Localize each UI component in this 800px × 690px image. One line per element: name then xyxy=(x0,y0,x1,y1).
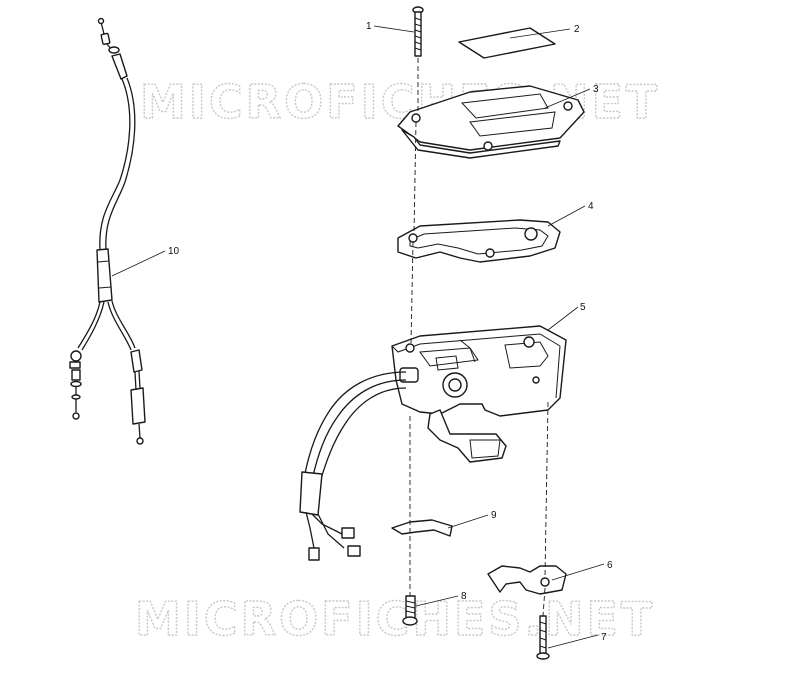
part-1-screw xyxy=(412,6,424,57)
part-3-cover-plate xyxy=(397,85,585,159)
callout-8: 8 xyxy=(461,591,467,602)
callout-1: 1 xyxy=(366,21,372,32)
part-4-gasket xyxy=(397,219,561,263)
part-6-clamp xyxy=(487,565,567,595)
assembly-lines xyxy=(409,58,549,617)
callout-6: 6 xyxy=(607,560,613,571)
callout-9: 9 xyxy=(491,510,497,521)
callout-3: 3 xyxy=(593,84,599,95)
part-9-clip xyxy=(391,519,453,537)
part-10-cable-assembly xyxy=(69,17,146,445)
callout-5: 5 xyxy=(580,302,586,313)
watermark-bottom: MICROFICHES.NET xyxy=(135,592,655,646)
callout-4: 4 xyxy=(588,201,594,212)
callout-10: 10 xyxy=(168,246,180,257)
part-8-screw xyxy=(402,595,418,626)
watermark-top: MICROFICHES.NET xyxy=(140,75,660,129)
callout-labels: 1 2 3 4 5 6 7 8 9 10 xyxy=(168,21,613,643)
leader-lines xyxy=(111,25,605,649)
part-5-housing xyxy=(299,325,567,561)
callout-2: 2 xyxy=(574,24,580,35)
callout-7: 7 xyxy=(601,632,607,643)
part-2-label xyxy=(458,27,556,59)
